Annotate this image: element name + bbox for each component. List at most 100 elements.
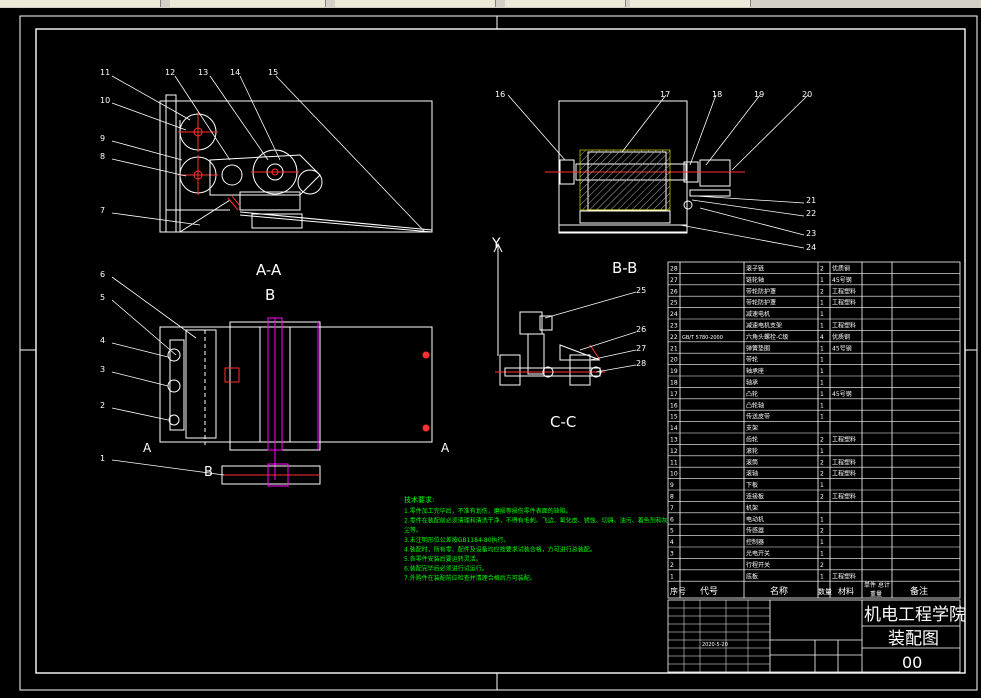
bom-cell-name: 轴承 <box>746 379 758 387</box>
bom-cell-name: 带轮防护罩 <box>746 287 776 295</box>
bom-cell-mat: 工程塑料 <box>832 287 856 295</box>
bom-cell-qty: 1 <box>820 300 824 307</box>
callout-15: 15 <box>268 68 278 77</box>
bom-cell-mat: 工程塑料 <box>832 572 856 580</box>
bom-cell-no: 26 <box>670 288 678 295</box>
callout-25: 25 <box>636 286 646 295</box>
bom-cell-name: 电动机 <box>746 515 764 523</box>
section-mark-a-left: A <box>143 441 152 455</box>
bom-header-code: 代号 <box>700 586 718 597</box>
bom-cell-qty: 2 <box>820 459 824 466</box>
view-label-cc: C-C <box>550 413 576 431</box>
bom-cell-name: 齿轮 <box>746 436 758 444</box>
bom-cell-no: 6 <box>670 516 674 523</box>
cc-y-arrow <box>493 242 503 253</box>
cad-drawing-canvas[interactable]: A-A B-B B C-C Y A A B 111098712131415161… <box>0 8 981 698</box>
cc-motor <box>519 311 543 335</box>
bom-cell-mat: 工程塑料 <box>832 493 856 501</box>
bom-cell-no: 11 <box>670 459 678 466</box>
toolbar-segment[interactable] <box>505 0 626 7</box>
bom-header-no: 序号 <box>670 586 686 596</box>
notes-title: 技术要求: <box>404 495 434 504</box>
bom-cell-name: 滚子链 <box>746 265 764 273</box>
technical-notes: 技术要求: 1.零件加工完毕后，不准有划伤，磨损等损伤零件表面的缺陷。 2.零件在… <box>404 495 668 582</box>
bom-cell-name: 六角头螺栓-C级 <box>746 333 788 341</box>
callout-10: 10 <box>100 96 110 105</box>
bom-cell-qty: 1 <box>820 573 824 580</box>
bom-cell-qty: 4 <box>820 334 824 341</box>
toolbar-segment[interactable] <box>630 0 751 7</box>
callout-6: 6 <box>100 270 105 279</box>
bom-cell-qty: 1 <box>820 277 824 284</box>
bom-cell-name: 带轮防护罩 <box>746 299 776 307</box>
bom-cell-name: 底板 <box>746 572 758 580</box>
bom-cell-mat: 45号钢 <box>832 390 852 398</box>
bom-cell-no: 19 <box>670 368 678 375</box>
bom-cell-mat: 工程塑料 <box>832 470 856 478</box>
notes-lines: 1.零件加工完毕后，不准有划伤，磨损等损伤零件表面的缺陷。 2.零件在装配前必须清… <box>404 507 668 582</box>
inner-frame <box>35 28 966 674</box>
bom-header-mat: 材料 <box>838 586 854 596</box>
bom-cell-no: 20 <box>670 357 678 364</box>
title-drawing-no: 00 <box>902 653 922 672</box>
callout-4: 4 <box>100 336 105 345</box>
bom-cell-qty: 1 <box>820 414 824 421</box>
bom-cell-qty: 1 <box>820 323 824 330</box>
view-label-b: B <box>265 286 275 304</box>
bom-cell-no: 15 <box>670 414 678 421</box>
bom-cell-qty: 2 <box>820 471 824 478</box>
callout-8: 8 <box>100 152 105 161</box>
callout-28: 28 <box>636 359 646 368</box>
bom-cell-qty: 1 <box>820 539 824 546</box>
note-line: 6.装配完毕后必须进行试运行。 <box>404 565 488 573</box>
bom-cell-no: 27 <box>670 277 678 284</box>
bom-cell-name: 带轮 <box>746 356 758 364</box>
bom-cell-no: 8 <box>670 494 674 501</box>
bom-cell-name: 支架 <box>746 424 758 432</box>
bom-cell-no: 28 <box>670 266 678 273</box>
view-b <box>159 317 433 487</box>
bom-cell-qty: 1 <box>820 380 824 387</box>
note-line: 4.装配时，所有零、配件及设备均应按要求试装合格，方可进行总装配。 <box>404 545 596 553</box>
note-line: 2.零件在装配前必须清理和清洗干净，不得有毛刺、飞边、氧化皮、锈蚀、切屑、油污、… <box>404 517 668 525</box>
bom-cell-qty: 1 <box>820 311 824 318</box>
callout-21: 21 <box>806 196 816 205</box>
bom-cell-no: 21 <box>670 345 678 352</box>
bom-cell-no: 25 <box>670 300 678 307</box>
bom-cell-mat: 工程塑料 <box>832 299 856 307</box>
bom-cell-mat: 工程塑料 <box>832 458 856 466</box>
bom-cell-no: 16 <box>670 402 678 409</box>
bom-cell-no: 2 <box>670 562 674 569</box>
bom-cell-qty: 1 <box>820 357 824 364</box>
aa-belt <box>209 154 321 196</box>
callout-23: 23 <box>806 229 816 238</box>
bom-cell-mat: 优质钢 <box>832 333 850 341</box>
toolbar-segment[interactable] <box>335 0 496 7</box>
bom-cell-qty: 1 <box>820 345 824 352</box>
section-mark-b-bottom: B <box>204 465 213 480</box>
toolbar-segment[interactable] <box>170 0 326 7</box>
bom-cell-name: 凸轮 <box>746 390 758 398</box>
bom-cell-qty: 2 <box>820 288 824 295</box>
bom-cell-name: 传送皮带 <box>746 413 770 421</box>
title-date: 2020-5-20 <box>702 642 728 648</box>
note-line: 1.零件加工完毕后，不准有划伤，磨损等损伤零件表面的缺陷。 <box>404 507 572 515</box>
bom-cell-name: 链轮轴 <box>746 276 764 284</box>
bom-header-name: 名称 <box>770 585 788 597</box>
bom-cell-name: 滚筒 <box>746 458 758 466</box>
bom-cell-name: 控制器 <box>746 538 764 546</box>
callout-7: 7 <box>100 206 105 215</box>
bom-cell-no: 1 <box>670 573 674 580</box>
callout-1: 1 <box>100 454 105 463</box>
bom-cell-no: 4 <box>670 539 674 546</box>
bom-cell-qty: 2 <box>820 266 824 273</box>
bom-cell-mat: 优质钢 <box>832 265 850 273</box>
outer-border <box>19 15 978 691</box>
bom-cell-name: 行程开关 <box>746 561 770 569</box>
callout-20: 20 <box>802 90 812 99</box>
toolbar-segment[interactable] <box>0 0 161 7</box>
bom-cell-qty: 2 <box>820 437 824 444</box>
bom-cell-mat: 工程塑料 <box>832 436 856 444</box>
